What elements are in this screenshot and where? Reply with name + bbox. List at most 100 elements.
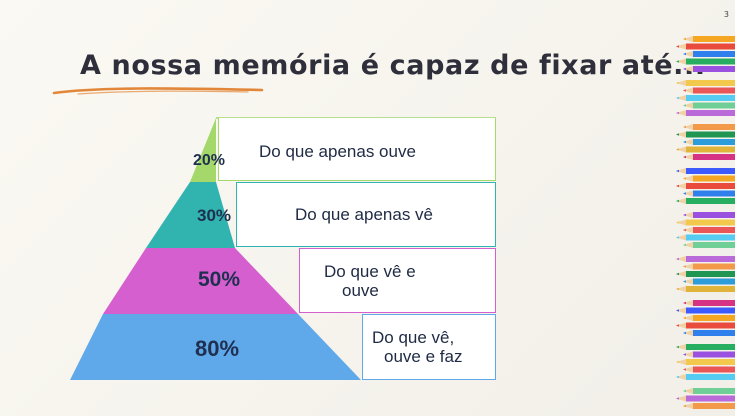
pencil-lead bbox=[683, 140, 686, 144]
pencil-lead bbox=[683, 353, 686, 356]
pencil-tip bbox=[676, 58, 686, 65]
colored-pencils-icon bbox=[676, 36, 735, 409]
pyramid-tier-80 bbox=[70, 314, 361, 380]
pencil-lead bbox=[683, 389, 686, 393]
pencil-lead bbox=[683, 177, 686, 180]
pencil-lead bbox=[683, 37, 686, 41]
pencil-lead bbox=[683, 104, 686, 107]
pencil-lead bbox=[683, 52, 686, 56]
pencil-lead bbox=[676, 287, 679, 291]
pencil-tip bbox=[676, 271, 686, 277]
pencil-lead bbox=[683, 301, 686, 305]
pencil-lead bbox=[676, 345, 679, 349]
hand-drawn-underline-icon bbox=[52, 87, 264, 95]
pencil-lead bbox=[676, 272, 679, 276]
pencil-tip bbox=[676, 183, 686, 189]
page-number: 3 bbox=[723, 10, 729, 19]
pencil-body bbox=[693, 66, 735, 72]
pencil-tip bbox=[683, 36, 693, 42]
pencil-lead bbox=[676, 45, 679, 48]
pencil-body bbox=[693, 366, 735, 373]
level-text-30: Do que apenas vê bbox=[295, 205, 433, 224]
pencil-lead bbox=[683, 67, 686, 71]
pencil-body bbox=[686, 395, 735, 402]
pencil-lead bbox=[683, 155, 686, 159]
pencil-body bbox=[693, 190, 735, 197]
pencil-tip bbox=[683, 351, 693, 358]
pencil-body bbox=[686, 146, 735, 153]
pencil-tip bbox=[676, 256, 686, 262]
pyramid-tier-30 bbox=[146, 182, 235, 248]
pencil-lead bbox=[676, 111, 679, 115]
pencil-body bbox=[693, 278, 735, 285]
pencil-tip bbox=[676, 80, 686, 86]
pencil-lead bbox=[683, 89, 686, 92]
pencil-lead bbox=[683, 331, 686, 335]
pencil-body bbox=[693, 330, 735, 336]
percent-30: 30% bbox=[196, 206, 232, 225]
pencil-tip bbox=[683, 66, 693, 72]
level-text-50-line1: Do que vê e bbox=[324, 261, 416, 281]
pyramid-tier-20 bbox=[190, 118, 216, 182]
pencil-body bbox=[693, 351, 735, 358]
pencil-tip bbox=[676, 219, 686, 226]
pyramid-shapes bbox=[70, 117, 496, 380]
level-text-50-line2: ouve bbox=[342, 280, 379, 300]
pencil-tip bbox=[676, 146, 686, 153]
pencil-tip bbox=[683, 87, 693, 94]
pencil-lead bbox=[676, 397, 679, 400]
percent-80: 80% bbox=[194, 336, 240, 361]
pencil-tip bbox=[683, 154, 693, 160]
pencil-body bbox=[693, 175, 735, 182]
pencil-tip bbox=[683, 263, 693, 270]
level-box-50: Do que vê e ouve bbox=[299, 248, 496, 313]
pencil-lead bbox=[683, 368, 686, 371]
pencil-body bbox=[686, 43, 735, 50]
percent-50: 50% bbox=[197, 268, 241, 291]
pencil-lead bbox=[676, 169, 679, 173]
pencil-tip bbox=[683, 227, 693, 233]
pencil-lead bbox=[683, 213, 686, 217]
pencil-body bbox=[693, 242, 735, 248]
pencil-tip bbox=[676, 395, 686, 402]
slide-title: A nossa memória é capaz de fixar até... bbox=[80, 50, 706, 81]
pencil-lead bbox=[683, 280, 686, 283]
pencil-tip bbox=[683, 102, 693, 109]
pencil-body bbox=[693, 388, 735, 394]
pencil-tip bbox=[683, 366, 693, 373]
pencil-body bbox=[686, 286, 735, 292]
pencil-lead bbox=[683, 243, 686, 247]
pencil-lead bbox=[676, 236, 679, 239]
pencil-body bbox=[686, 80, 735, 86]
pencil-body bbox=[693, 124, 735, 130]
pencil-body bbox=[686, 344, 735, 350]
pencil-tip bbox=[683, 124, 693, 130]
pencil-tip bbox=[683, 175, 693, 182]
pencil-body bbox=[693, 263, 735, 270]
pencil-tip bbox=[676, 168, 686, 174]
pencil-tip bbox=[676, 110, 686, 116]
pencil-body bbox=[686, 110, 735, 116]
pencil-tip bbox=[683, 190, 693, 197]
pencil-body bbox=[686, 234, 735, 241]
pencil-body bbox=[686, 183, 735, 189]
pencil-lead bbox=[676, 257, 679, 261]
pencil-lead bbox=[676, 81, 679, 85]
pencil-tip bbox=[676, 307, 686, 314]
pencil-body bbox=[693, 154, 735, 160]
pencil-body bbox=[686, 95, 735, 101]
pencil-body bbox=[693, 51, 735, 57]
pencil-tip bbox=[676, 131, 686, 138]
pencil-body bbox=[686, 219, 735, 226]
pencil-lead bbox=[676, 199, 679, 203]
pencil-lead bbox=[676, 309, 679, 312]
pencil-tip bbox=[676, 359, 686, 365]
pencil-tip bbox=[676, 286, 686, 292]
pencil-lead bbox=[683, 404, 686, 408]
level-box-80: Do que vê, ouve e faz bbox=[362, 314, 496, 380]
pencil-tip bbox=[683, 278, 693, 285]
pencil-tip bbox=[683, 242, 693, 248]
pencil-body bbox=[686, 168, 735, 174]
pencil-lead bbox=[676, 324, 679, 327]
